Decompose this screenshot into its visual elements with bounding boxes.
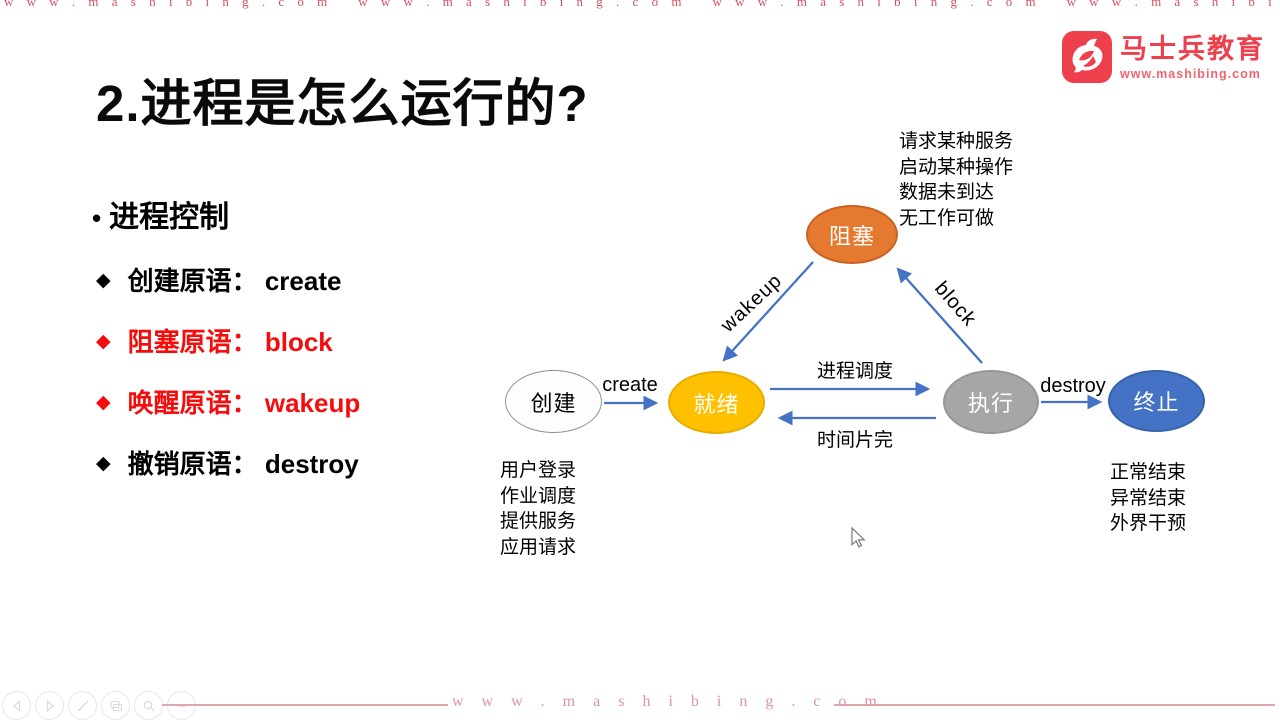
next-slide-button[interactable]: [35, 691, 64, 720]
slides-panel-icon[interactable]: [101, 691, 130, 720]
watermark-text: w w w . m a s h i b i n g . c o m: [358, 0, 687, 9]
reason-line: 用户登录: [500, 460, 577, 481]
brand-name: 马士兵教育: [1120, 34, 1265, 64]
reason-line: 应用请求: [500, 537, 577, 559]
bullet-block: ◆ 阻塞原语： block: [96, 323, 333, 357]
top-watermark: w w w . m a s h i b i n g . c o m w w w .…: [0, 0, 1280, 11]
horse-logo-icon: [1062, 31, 1112, 83]
watermark-text: w w w . m a s h i b i n g . c o m: [4, 0, 333, 9]
brand-site: www.mashibing.com: [1120, 67, 1261, 81]
reason-line: 启动某种操作: [899, 156, 1014, 178]
reason-line: 数据未到达: [899, 182, 995, 204]
reason-line: 作业调度: [500, 485, 577, 507]
terminated-reasons: 正常结束 异常结束 外界干预: [1110, 460, 1186, 537]
node-terminated: 终止: [1108, 370, 1205, 432]
reason-line: 异常结束: [1110, 487, 1187, 509]
diamond-icon: ◆: [96, 330, 111, 352]
edge-label-block: block: [930, 277, 981, 331]
pen-icon[interactable]: [68, 691, 97, 720]
created-reasons: 用户登录 作业调度 提供服务 应用请求: [500, 458, 576, 561]
brand-logo: 马士兵教育 www.mashibing.com: [1062, 31, 1265, 83]
bullet-destroy: ◆ 撤销原语： destroy: [96, 445, 359, 479]
edge-label-timeslice: 时间片完: [816, 430, 893, 451]
page-title: 2.进程是怎么运行的?: [96, 75, 589, 132]
edge-label-wakeup: wakeup: [716, 269, 787, 337]
diamond-icon: ◆: [96, 391, 111, 413]
watermark-text: w w w . m a s h i b i n g . c o m: [712, 0, 1041, 9]
node-created: 创建: [505, 370, 602, 433]
edge-label-create: create: [602, 374, 658, 396]
reason-line: 请求某种服务: [899, 131, 1014, 152]
bullet-text: 创建原语： create: [127, 265, 342, 296]
node-blocked: 阻塞: [806, 205, 898, 264]
diamond-icon: ◆: [96, 269, 111, 291]
bullet-create: ◆ 创建原语： create: [96, 262, 341, 296]
bottom-rule-left: [162, 704, 448, 706]
reason-line: 提供服务: [500, 511, 577, 533]
edge-label-dispatch: 进程调度: [816, 361, 893, 382]
node-running: 执行: [943, 370, 1039, 434]
reason-line: 外界干预: [1110, 513, 1187, 535]
node-ready: 就绪: [668, 371, 765, 434]
bottom-rule-right: [834, 704, 1275, 706]
bullet-text: 唤醒原语： wakeup: [127, 387, 361, 418]
reason-line: 正常结束: [1110, 462, 1187, 483]
zoom-icon[interactable]: [134, 691, 163, 720]
bullet-dot: •: [92, 203, 102, 233]
bullet-text: 撤销原语： destroy: [127, 448, 359, 479]
bullet-text: 阻塞原语： block: [127, 326, 333, 357]
reason-line: 无工作可做: [899, 208, 995, 230]
mouse-cursor: [851, 526, 866, 548]
blocked-reasons: 请求某种服务 启动某种操作 数据未到达 无工作可做: [899, 129, 1013, 232]
watermark-text: w w w . m a s h i b i n g . c o m: [1066, 0, 1280, 9]
section-heading: •进程控制: [92, 201, 230, 234]
edge-label-destroy: destroy: [1040, 375, 1106, 397]
bottom-watermark: w w w . m a s h i b i n g . c o m: [452, 693, 884, 710]
previous-slide-button[interactable]: [2, 691, 31, 720]
bullet-wakeup: ◆ 唤醒原语： wakeup: [96, 384, 360, 418]
diamond-icon: ◆: [96, 452, 111, 474]
